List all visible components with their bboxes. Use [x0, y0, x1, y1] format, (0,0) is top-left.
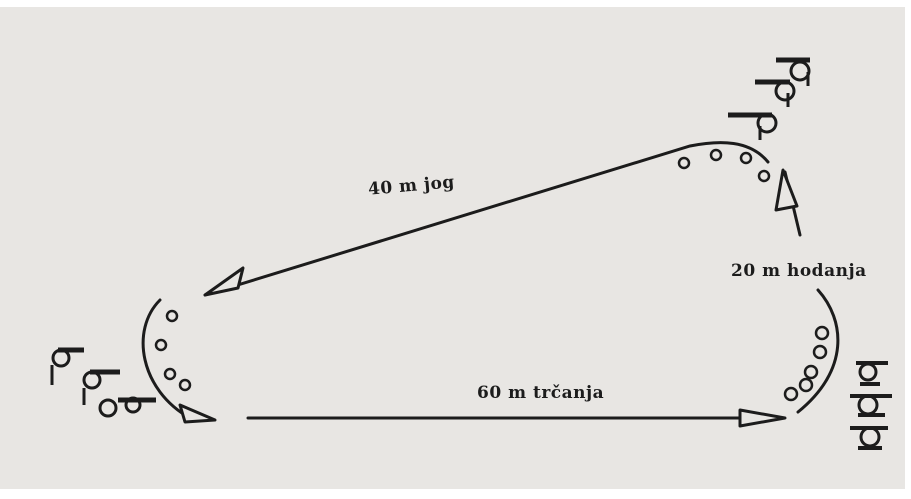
cone-icon	[154, 338, 168, 352]
arrowhead-icon	[774, 168, 799, 212]
cone-icon	[709, 148, 723, 162]
figure-icon	[850, 394, 892, 417]
arrowhead-icon	[178, 403, 217, 424]
cone-icon	[165, 309, 179, 323]
cone-icon	[812, 344, 828, 360]
left-turn-path	[141, 298, 192, 420]
figure-icon	[98, 396, 156, 418]
cone-icon	[814, 325, 830, 341]
cone-icon	[739, 151, 753, 165]
figure-icon	[755, 79, 796, 107]
figure-icon	[82, 369, 120, 405]
cone-icon	[757, 169, 771, 183]
cone-icon	[163, 367, 177, 381]
figure-icon	[728, 112, 778, 140]
walk-label: 20 m hodanja	[731, 261, 867, 281]
figure-icon	[50, 347, 84, 385]
frame-right	[905, 0, 911, 499]
cone-icon	[803, 364, 819, 380]
frame-bottom	[0, 489, 911, 499]
cone-icon	[677, 156, 691, 170]
frame-top	[0, 0, 911, 7]
jog-path	[203, 141, 770, 297]
figure-icon	[850, 426, 888, 450]
cone-icon	[798, 377, 814, 393]
cone-icon	[178, 378, 192, 392]
figure-icon	[776, 57, 811, 86]
run-label: 60 m trčanja	[477, 383, 605, 403]
arrowhead-icon	[203, 266, 245, 297]
cone-icon	[783, 386, 799, 402]
arrowhead-icon	[738, 408, 787, 428]
figure-icon	[856, 361, 888, 386]
right-turn-path	[796, 288, 840, 414]
